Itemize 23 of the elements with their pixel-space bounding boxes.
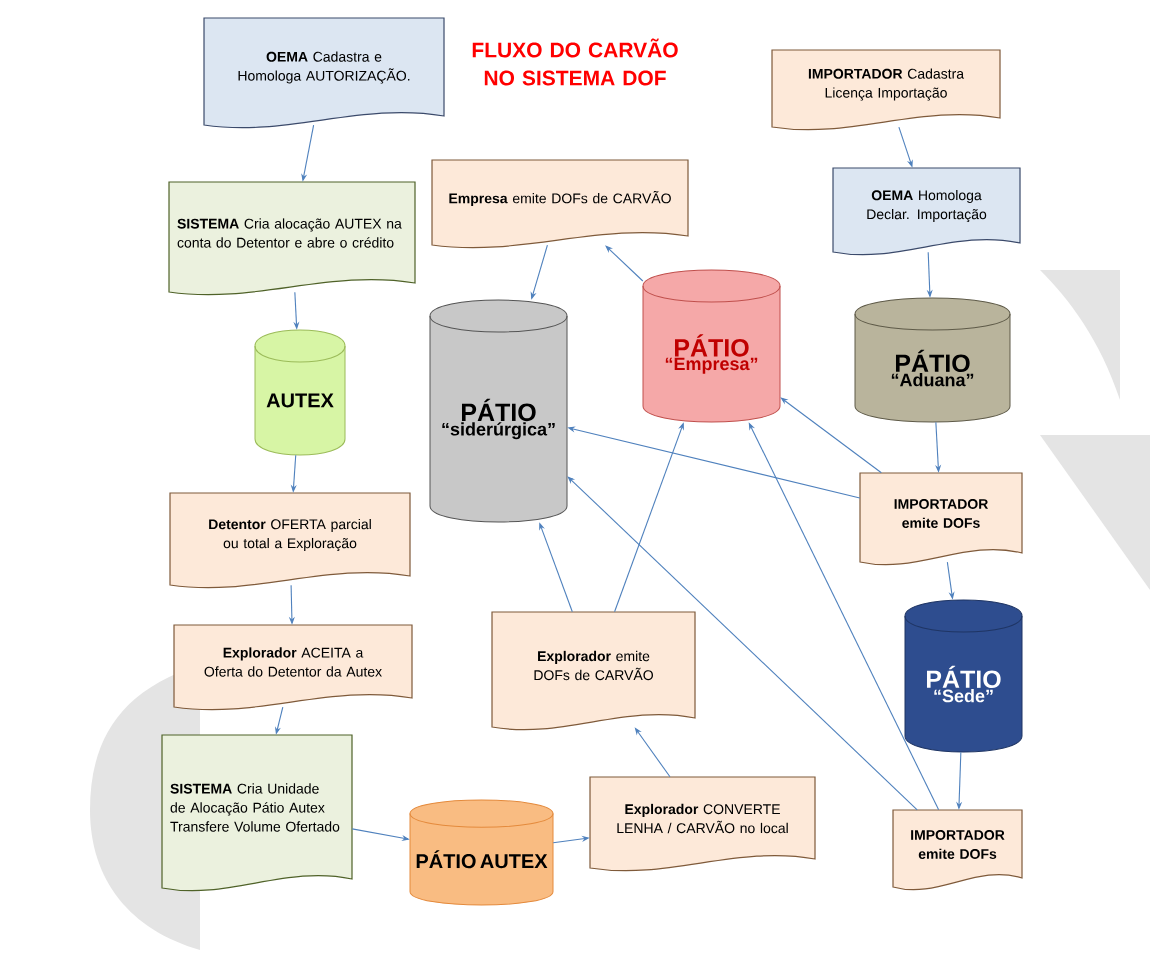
title: FLUXO DO CARVÃO NO SISTEMA DOF [472, 38, 678, 86]
document-box: IMPORTADOR emite DOFs [892, 809, 1023, 891]
document-box: Empresa emite DOFs de CARVÃO [431, 159, 689, 249]
document-box: SISTEMA Cria Unidade de Alocação Pátio Autex Transfere Volume Ofertado [161, 734, 353, 892]
document-box: OEMA Homologa Declar. Importação [832, 167, 1021, 256]
document-box: SISTEMA Cria alocação AUTEX na conta do Detentor e abre o crédito [168, 181, 416, 296]
document-box: Explorador ACEITA a Oferta do Detentor da Autex [173, 624, 413, 711]
document-box: IMPORTADOR emite DOFs [859, 472, 1023, 566]
document-box: Detentor OFERTA parcial ou total a Exploração [169, 492, 411, 589]
document-box: OEMA Cadastra e Homologa AUTORIZAÇÃO. [203, 17, 445, 129]
arrow [780, 397, 882, 474]
cylinder: PÁTIO “Empresa” [642, 269, 781, 423]
cylinder: PÁTIO “Aduana” [854, 297, 1011, 423]
arrow [605, 245, 644, 282]
arrow [567, 476, 918, 811]
document-box: Explorador emite DOFs de CARVÃO [491, 611, 696, 731]
arrow [634, 727, 671, 778]
cylinder: PÁTIO AUTEX [409, 799, 554, 906]
document-box: IMPORTADOR Cadastra Licença Importação [771, 49, 1001, 131]
cylinder: PÁTIO “Sede” [904, 599, 1023, 753]
cylinder: AUTEX [254, 329, 346, 456]
document-box: Explorador CONVERTE LENHA / CARVÃO no local [589, 776, 816, 872]
cylinder: PÁTIO “siderúrgica” [429, 299, 568, 523]
